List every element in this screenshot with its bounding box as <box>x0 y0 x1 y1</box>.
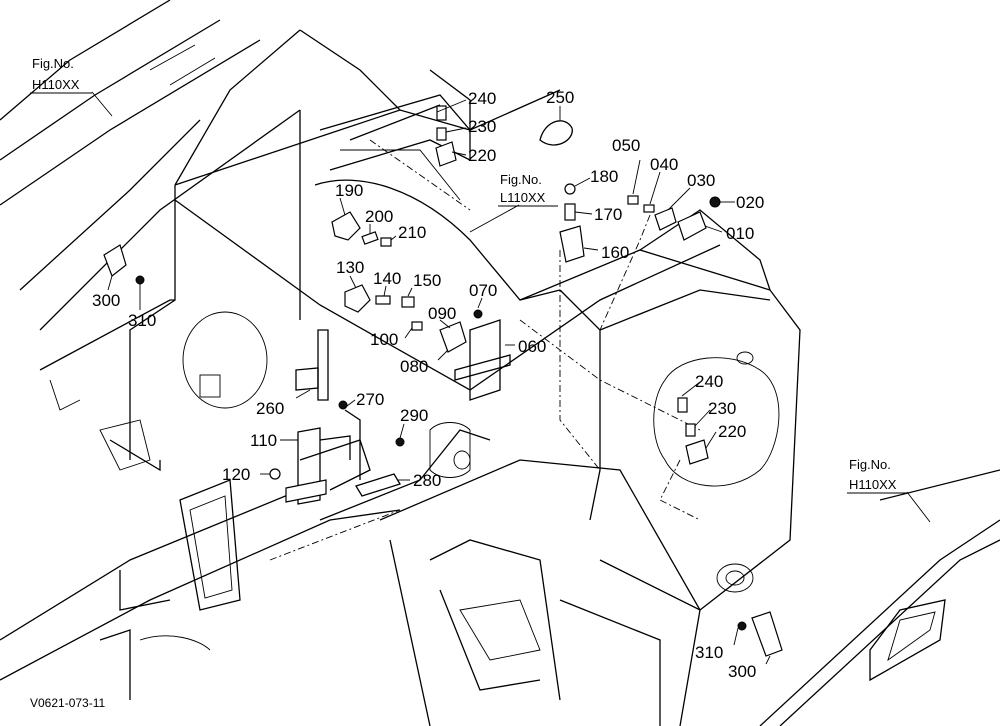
part-label-090[interactable]: 090 <box>428 304 456 323</box>
part-label-310-bottom[interactable]: 310 <box>695 643 723 662</box>
figure-ref-h110xx-left[interactable]: Fig.No. H110XX <box>30 56 92 94</box>
part-label-070[interactable]: 070 <box>469 281 497 300</box>
part-label-280[interactable]: 280 <box>413 471 441 490</box>
figure-ref-title: Fig.No. <box>849 457 891 472</box>
part-label-020[interactable]: 020 <box>736 193 764 212</box>
figure-ref-h110xx-right[interactable]: Fig.No. H110XX <box>847 457 907 494</box>
part-label-040[interactable]: 040 <box>650 155 678 174</box>
part-label-150[interactable]: 150 <box>413 271 441 290</box>
part-label-300-bottom[interactable]: 300 <box>728 662 756 681</box>
figure-ref-code: H110XX <box>849 477 897 492</box>
part-label-290[interactable]: 290 <box>400 406 428 425</box>
part-label-260[interactable]: 260 <box>256 399 284 418</box>
part-label-050[interactable]: 050 <box>612 136 640 155</box>
part-label-180[interactable]: 180 <box>590 167 618 186</box>
part-label-240-right[interactable]: 240 <box>695 372 723 391</box>
figure-ref-code: L110XX <box>500 190 546 205</box>
part-label-110[interactable]: 110 <box>250 431 277 450</box>
part-label-170[interactable]: 170 <box>594 205 622 224</box>
part-label-120[interactable]: 120 <box>222 465 250 484</box>
part-label-080[interactable]: 080 <box>400 357 428 376</box>
leader-lines <box>91 91 931 665</box>
part-label-220-right[interactable]: 220 <box>718 422 746 441</box>
part-label-200[interactable]: 200 <box>365 207 393 226</box>
part-label-230-upper[interactable]: 230 <box>468 117 496 136</box>
part-label-160[interactable]: 160 <box>601 243 629 262</box>
part-label-220-upper[interactable]: 220 <box>468 146 496 165</box>
part-shapes <box>103 105 783 657</box>
part-label-060[interactable]: 060 <box>518 337 546 356</box>
part-number-callouts: 240 230 220 250 180 170 160 050 040 030 … <box>92 88 764 681</box>
part-label-140[interactable]: 140 <box>373 269 401 288</box>
drawing-code: V0621-073-11 <box>30 696 105 710</box>
part-label-240-upper[interactable]: 240 <box>468 89 496 108</box>
part-label-300-left[interactable]: 300 <box>92 291 120 310</box>
figure-ref-title: Fig.No. <box>500 172 542 187</box>
figure-ref-code: H110XX <box>32 77 80 92</box>
figure-ref-title: Fig.No. <box>32 56 74 71</box>
part-label-210[interactable]: 210 <box>398 223 426 242</box>
part-label-010[interactable]: 010 <box>726 224 754 243</box>
part-label-250[interactable]: 250 <box>546 88 574 107</box>
part-label-270[interactable]: 270 <box>356 390 384 409</box>
figure-ref-l110xx-center[interactable]: Fig.No. L110XX <box>498 172 558 207</box>
part-label-030[interactable]: 030 <box>687 171 715 190</box>
part-label-100[interactable]: 100 <box>370 330 398 349</box>
part-label-230-right[interactable]: 230 <box>708 399 736 418</box>
part-label-190[interactable]: 190 <box>335 181 363 200</box>
part-label-310-left[interactable]: 310 <box>128 311 156 330</box>
part-label-130[interactable]: 130 <box>336 258 364 277</box>
